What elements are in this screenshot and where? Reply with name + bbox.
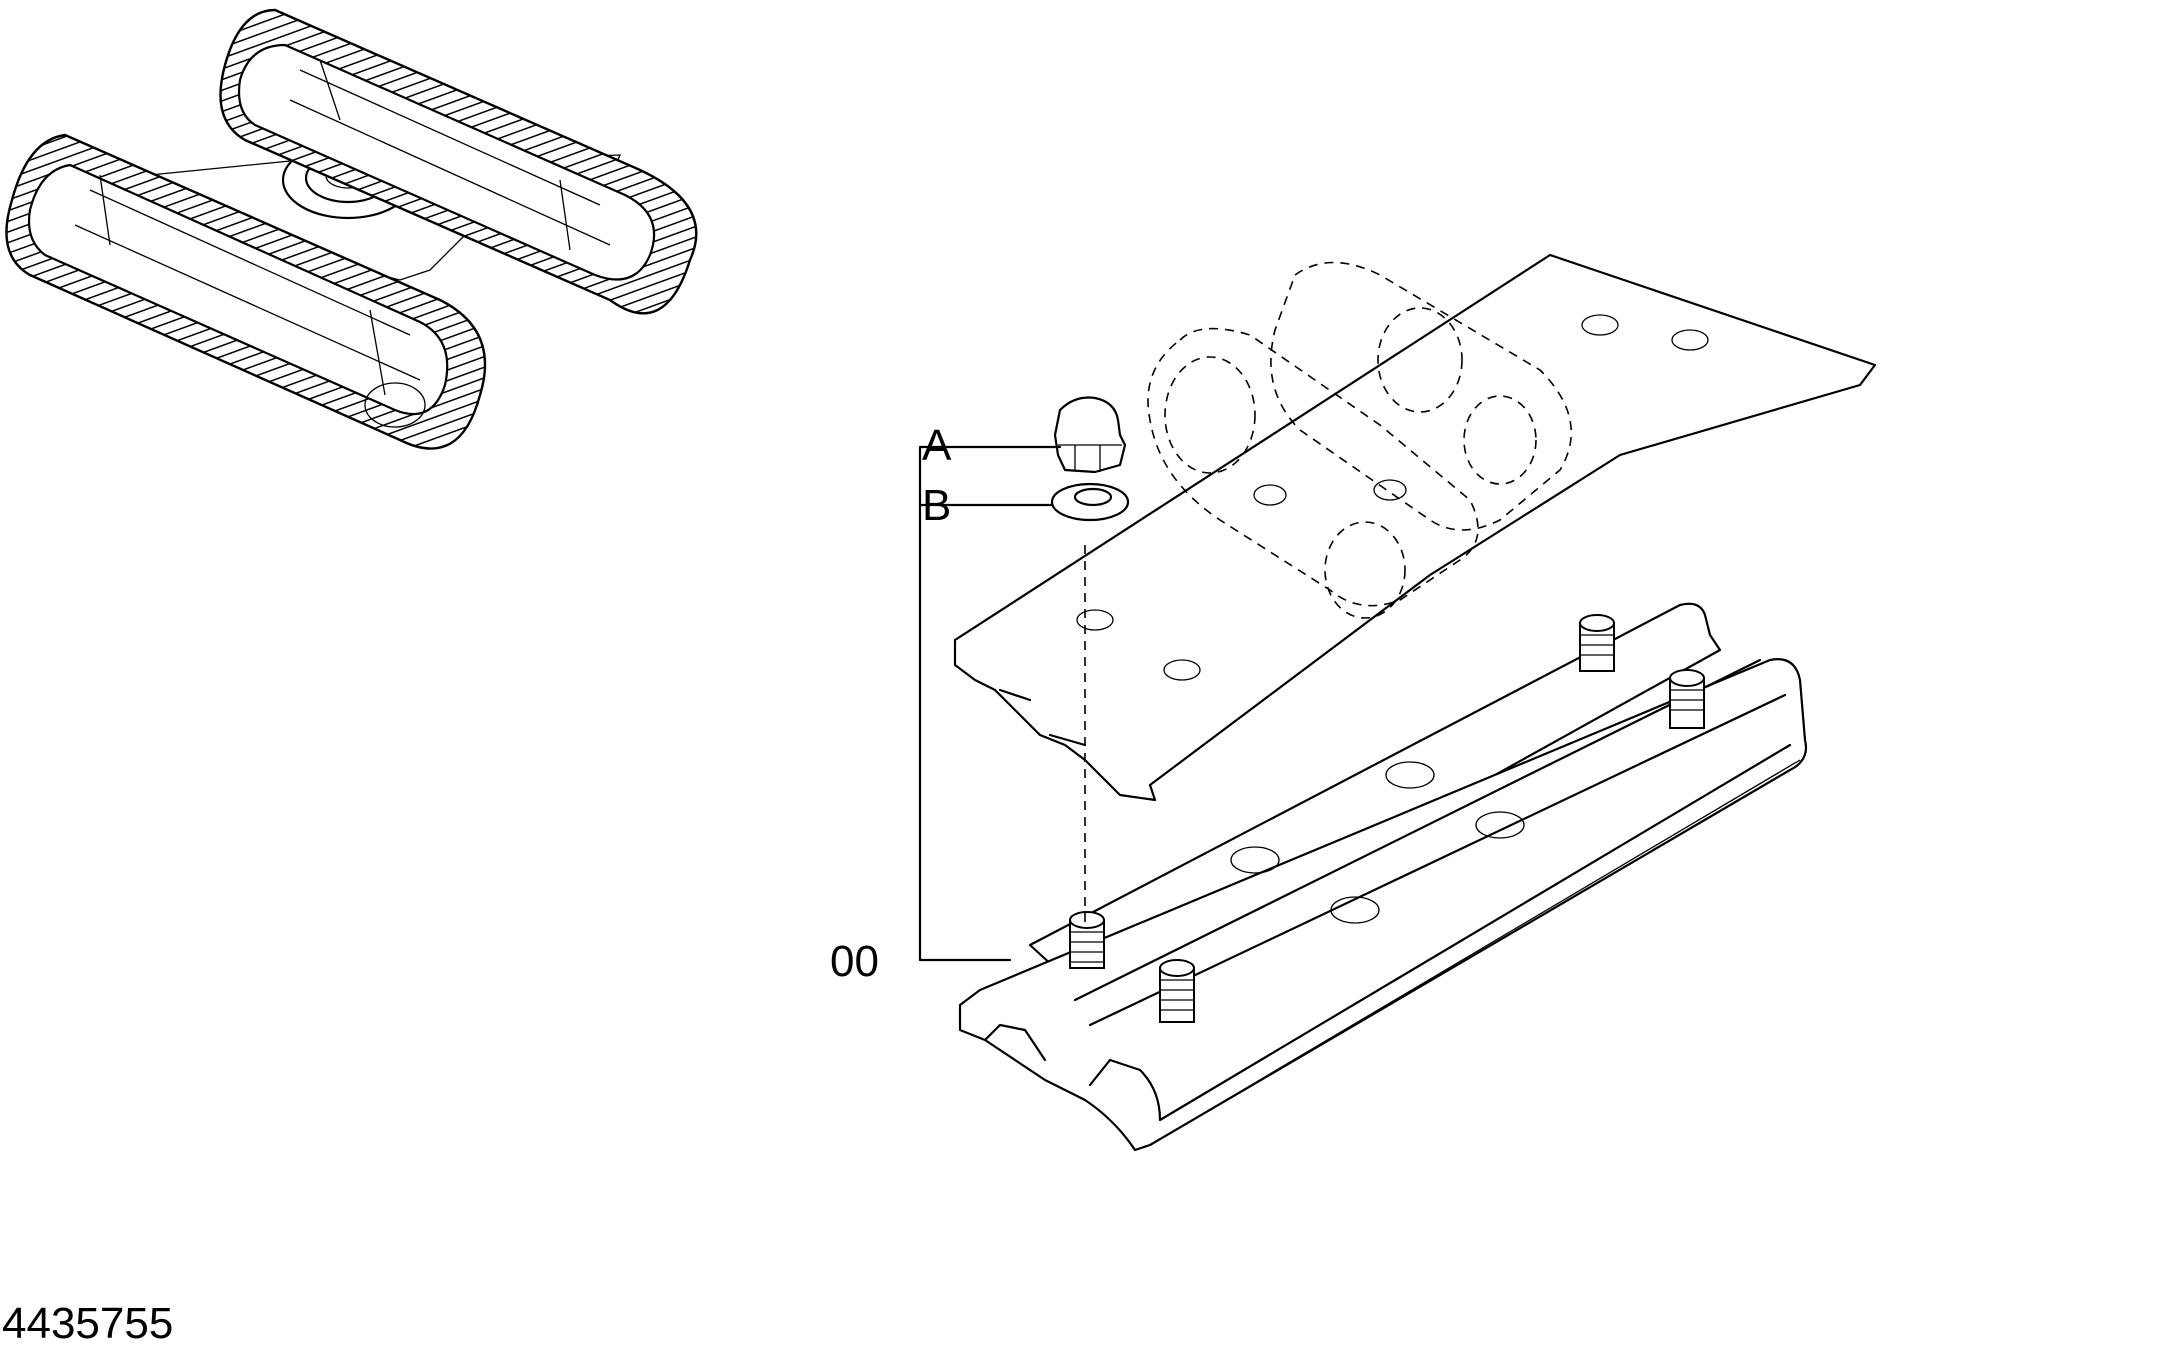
callout-assembly-label: 00	[830, 937, 879, 986]
hex-nut-icon	[1053, 396, 1127, 474]
figure-number: 4435755	[2, 1299, 173, 1345]
leader-lines	[918, 445, 1062, 962]
undercarriage-crawler-icon	[5, 8, 698, 450]
callout-washer-label: B	[922, 481, 951, 530]
washer-icon	[1050, 482, 1130, 522]
callout-nut-label: A	[922, 421, 952, 470]
track-link-icon	[953, 253, 1877, 802]
rubber-pad-icon	[958, 602, 1808, 1152]
